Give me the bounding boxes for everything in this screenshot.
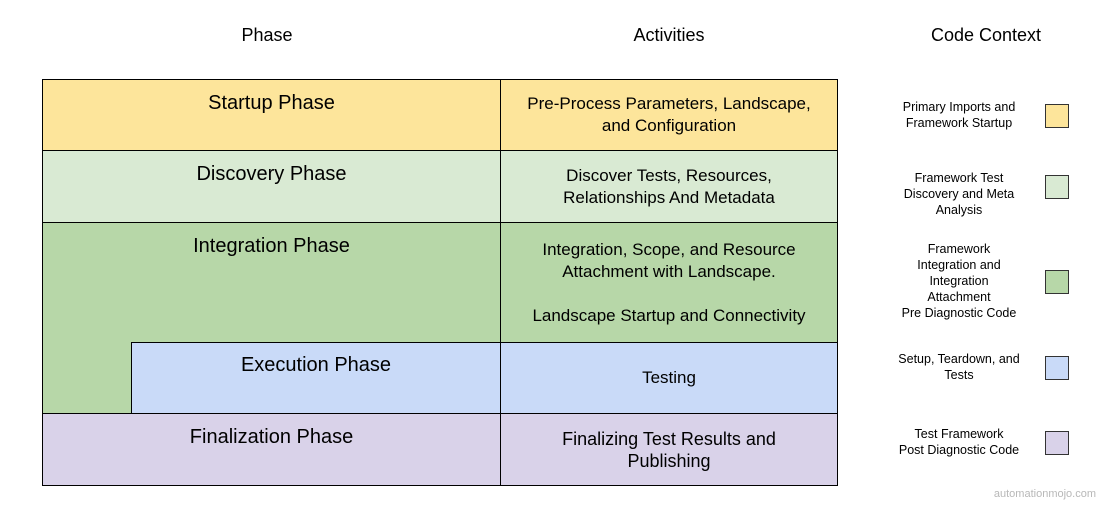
finalization-activities-cell: Finalizing Test Results and Publishing — [500, 413, 838, 486]
code-context-column-header: Code Context — [930, 25, 1042, 45]
legend-line: Primary Imports and — [902, 100, 1016, 114]
legend-line: Discovery and Meta — [903, 187, 1015, 201]
legend-line: Post Diagnostic Code — [898, 443, 1020, 457]
legend-line: Framework Startup — [905, 116, 1013, 130]
watermark: automationmojo.com — [993, 488, 1096, 500]
discovery-activities-cell: Discover Tests, Resources, Relationships… — [500, 150, 838, 223]
legend-startup-text: Primary Imports and Framework Startup — [889, 99, 1029, 131]
startup-activities-cell: Pre-Process Parameters, Landscape, and C… — [500, 79, 838, 151]
integration-activities-line: Landscape Startup and Connectivity — [532, 305, 806, 325]
finalization-phase-title: Finalization Phase — [189, 426, 354, 448]
integration-phase-leg — [42, 342, 132, 414]
legend-execution-swatch — [1045, 356, 1069, 380]
integration-phase-cell: Integration Phase — [42, 222, 501, 343]
legend-line: Attachment — [927, 290, 991, 304]
finalization-activities-line: Finalizing Test Results and — [562, 428, 776, 449]
discovery-activities-line: Relationships And Metadata — [563, 187, 775, 207]
legend-line: Test Framework — [914, 427, 1004, 441]
legend-line: Framework — [927, 242, 991, 256]
legend-discovery-swatch — [1045, 175, 1069, 199]
legend-execution-text: Setup, Teardown, and Tests — [889, 351, 1029, 383]
startup-phase-title: Startup Phase — [208, 92, 335, 114]
activities-column-header: Activities — [633, 25, 705, 45]
legend-line: Analysis — [935, 203, 983, 217]
execution-phase-title: Execution Phase — [240, 354, 392, 376]
finalization-phase-cell: Finalization Phase — [42, 413, 501, 486]
discovery-phase-title: Discovery Phase — [196, 163, 347, 185]
integration-activities-line: Integration, Scope, and Resource — [542, 239, 796, 259]
discovery-phase-cell: Discovery Phase — [42, 150, 501, 223]
legend-finalization-swatch — [1045, 431, 1069, 455]
execution-activities-line: Testing — [642, 368, 696, 387]
startup-phase-cell: Startup Phase — [42, 79, 501, 151]
execution-activities-cell: Testing — [500, 342, 838, 414]
legend-integration-text: Framework Integration and Integration At… — [889, 241, 1029, 321]
phase-column-header: Phase — [241, 25, 293, 45]
finalization-activities-line: Publishing — [627, 450, 711, 471]
legend-startup-swatch — [1045, 104, 1069, 128]
legend-line: Framework Test — [914, 171, 1004, 185]
integration-activities-line: Attachment with Landscape. — [562, 261, 776, 281]
legend-line: Pre Diagnostic Code — [901, 306, 1017, 320]
legend-line: Setup, Teardown, and — [898, 352, 1020, 366]
startup-activities-line: Pre-Process Parameters, Landscape, — [527, 94, 811, 113]
legend-finalization-text: Test Framework Post Diagnostic Code — [889, 426, 1029, 458]
execution-phase-cell: Execution Phase — [131, 342, 501, 414]
legend-line: Integration — [929, 274, 989, 288]
discovery-activities-line: Discover Tests, Resources, — [566, 165, 772, 185]
legend-line: Tests — [944, 368, 974, 382]
legend-line: Integration and — [917, 258, 1001, 272]
legend-discovery-text: Framework Test Discovery and Meta Analys… — [889, 170, 1029, 218]
integration-phase-title: Integration Phase — [193, 235, 350, 257]
legend-integration-swatch — [1045, 270, 1069, 294]
startup-activities-line: and Configuration — [601, 116, 737, 135]
integration-activities-cell: Integration, Scope, and Resource Attachm… — [500, 222, 838, 343]
